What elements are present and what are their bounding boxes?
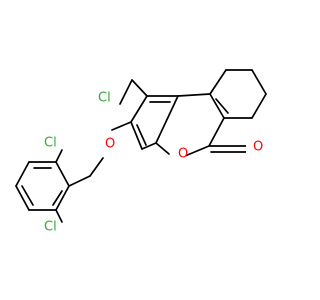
chlorine-atom-label: Cl bbox=[44, 136, 57, 151]
bond bbox=[141, 142, 157, 150]
bond bbox=[131, 79, 148, 97]
bond bbox=[209, 69, 227, 95]
bond bbox=[21, 185, 34, 206]
label-mask bbox=[246, 140, 260, 154]
bond bbox=[130, 95, 148, 123]
chlorine-atom-label: Cl bbox=[98, 91, 111, 106]
carbonyl-oxygen-label: O bbox=[253, 140, 263, 155]
ring-oxygen-label: O bbox=[178, 147, 188, 162]
bond bbox=[111, 121, 132, 131]
label-mask bbox=[172, 148, 186, 160]
bond bbox=[208, 117, 225, 147]
bond bbox=[52, 190, 63, 206]
bond bbox=[251, 93, 267, 119]
bond bbox=[119, 79, 133, 105]
molecule-structure: Cl O O O Cl Cl bbox=[15, 69, 267, 235]
bond bbox=[155, 142, 170, 155]
bond bbox=[155, 95, 179, 144]
bond bbox=[251, 69, 267, 95]
atom-label-layer: Cl O O O Cl Cl bbox=[44, 91, 263, 235]
bond bbox=[55, 149, 63, 163]
bond bbox=[130, 121, 143, 150]
bond bbox=[209, 93, 225, 119]
bond bbox=[55, 185, 70, 211]
bond bbox=[68, 175, 91, 187]
bond bbox=[184, 145, 210, 157]
bond bbox=[89, 157, 104, 177]
bond bbox=[55, 161, 70, 187]
bond bbox=[15, 185, 30, 211]
chlorine-atom-label: Cl bbox=[44, 220, 57, 235]
bond-layer bbox=[15, 69, 267, 223]
label-mask bbox=[98, 138, 112, 150]
bond bbox=[15, 161, 30, 187]
bond bbox=[215, 98, 229, 114]
bond bbox=[136, 124, 147, 146]
bond bbox=[177, 93, 211, 97]
ether-oxygen-label: O bbox=[105, 137, 115, 152]
bond bbox=[55, 209, 63, 223]
